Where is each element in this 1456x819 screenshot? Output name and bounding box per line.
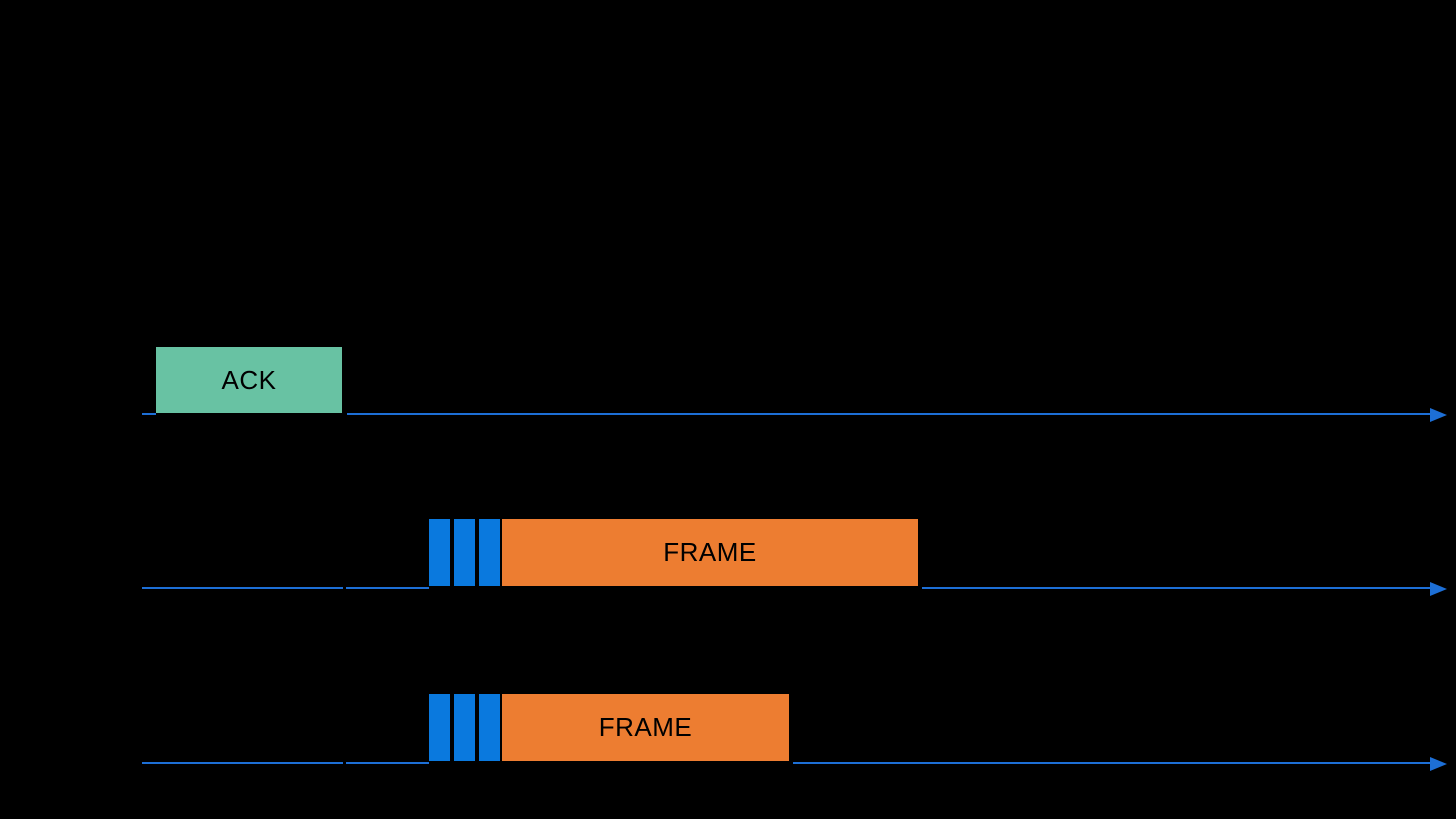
arrow-right-icon <box>1430 582 1447 596</box>
backoff-slot <box>479 694 500 761</box>
timeline-1-segment <box>347 413 1432 415</box>
backoff-slot <box>429 519 450 586</box>
arrow-right-icon <box>1430 757 1447 771</box>
timeline-2-segment <box>922 587 1432 589</box>
frame-box: FRAME <box>502 519 918 586</box>
frame-label: FRAME <box>598 712 693 742</box>
timeline-2-segment <box>346 587 429 589</box>
backoff-slot <box>479 519 500 586</box>
timeline-3-segment <box>142 762 343 764</box>
frame-label: FRAME <box>663 537 757 567</box>
backoff-slot <box>454 519 475 586</box>
ack-box: ACK <box>156 347 342 413</box>
arrow-right-icon <box>1430 408 1447 422</box>
backoff-slot <box>429 694 450 761</box>
backoff-slot <box>454 694 475 761</box>
timeline-3-segment <box>793 762 1432 764</box>
ack-label: ACK <box>221 364 277 395</box>
frame-box: FRAME <box>502 694 789 761</box>
timeline-2-segment <box>142 587 343 589</box>
timeline-1-segment <box>142 413 156 415</box>
timeline-3-segment <box>346 762 429 764</box>
